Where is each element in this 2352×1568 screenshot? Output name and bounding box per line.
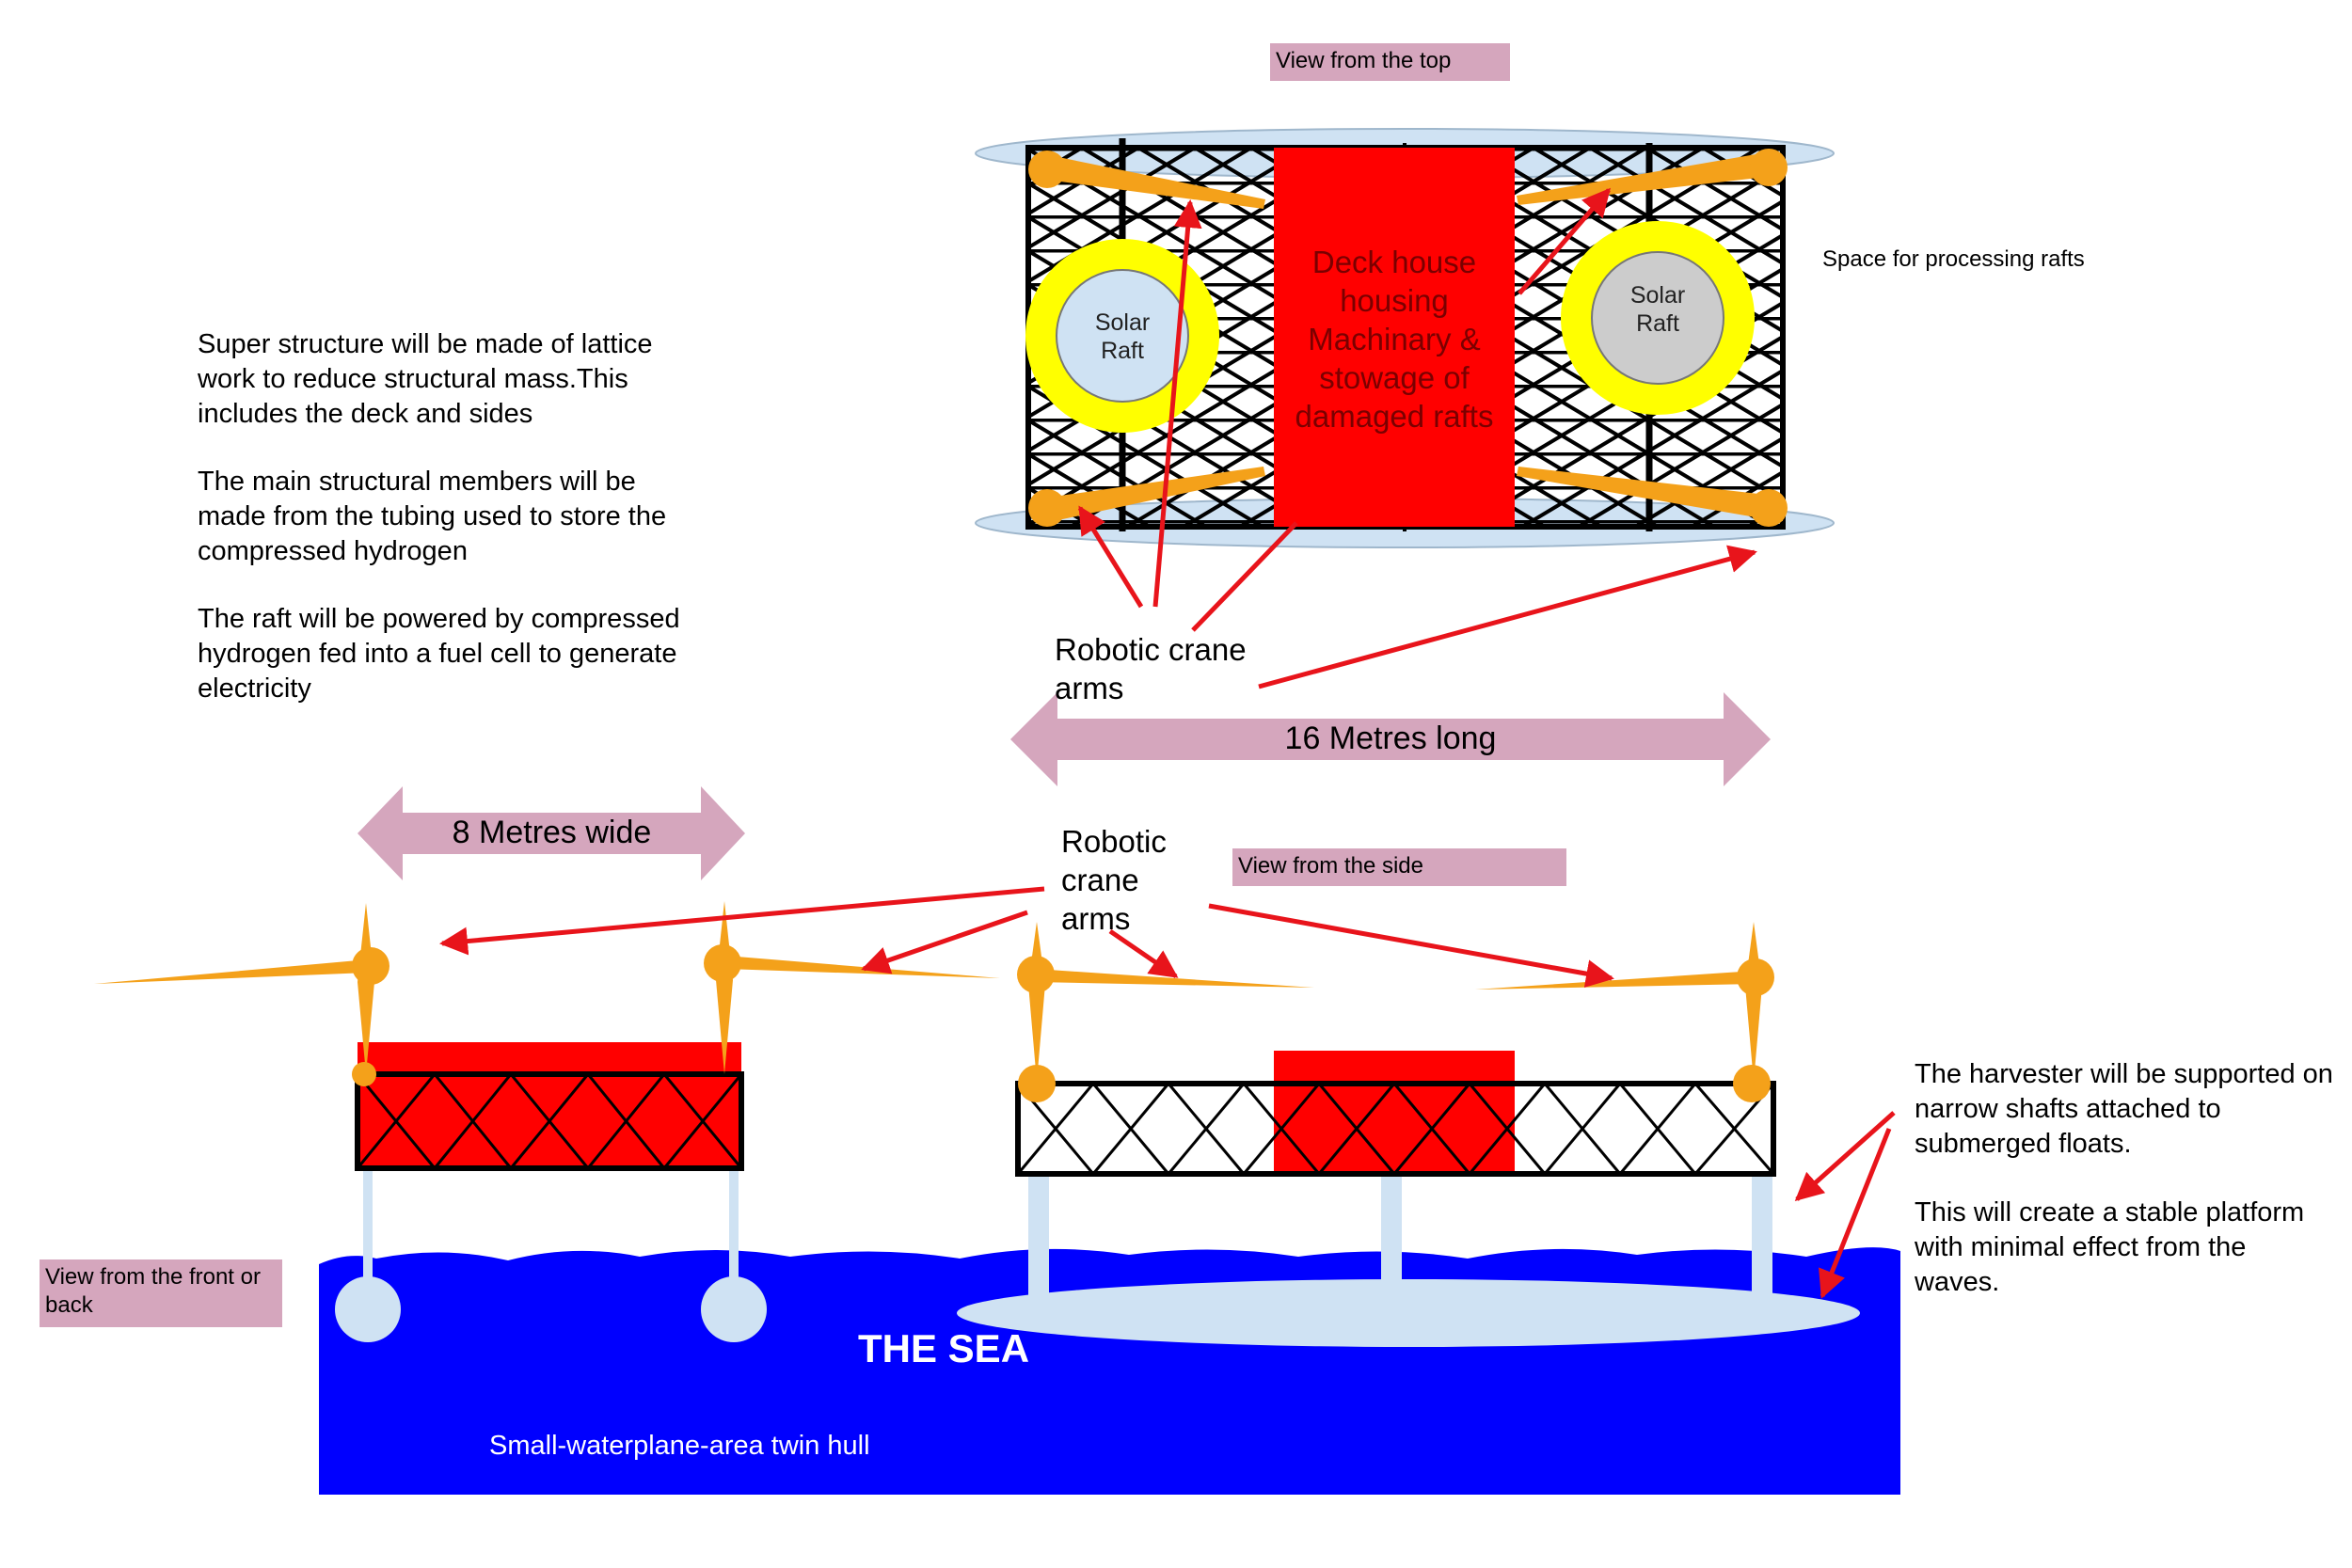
- solar-raft-left-label: Solar Raft: [1094, 309, 1151, 364]
- note-hydrogen: The raft will be powered by compressed h…: [198, 604, 680, 704]
- diagram-stage: View from the top View from the side Vie…: [40, 43, 2333, 1495]
- front-view: [94, 901, 1000, 1342]
- harvester-notes: The harvester will be supported on narro…: [1915, 1057, 2333, 1333]
- side-crane-arms: [1017, 922, 1774, 1102]
- note-lattice: Super structure will be made of lattice …: [198, 329, 653, 429]
- sea-line-2: A catamaran minimizing hull cross sectio…: [489, 1500, 1175, 1530]
- side-crane-arms-label: Robotic crane arms: [1061, 824, 1167, 936]
- top-view: [975, 128, 1835, 548]
- length-label: 16 Metres long: [1284, 721, 1497, 756]
- front-float-right: [701, 1276, 767, 1342]
- solar-raft-right: [1591, 251, 1724, 385]
- front-deck-house: [358, 1042, 741, 1076]
- side-arrows: [439, 886, 1896, 1299]
- sea-line-1: Small-waterplane-area twin hull: [489, 1431, 870, 1461]
- note-stability: This will create a stable platform with …: [1915, 1197, 2305, 1297]
- side-submerged-float: [957, 1279, 1860, 1347]
- note-tubing: The main structural members will be made…: [198, 467, 667, 566]
- front-float-left: [335, 1276, 401, 1342]
- deck-house-label: Deck house housing Machinary & stowage o…: [1295, 245, 1494, 434]
- side-view: [957, 922, 1860, 1347]
- front-view-label: View from the front or back: [40, 1259, 282, 1327]
- solar-raft-left: [1056, 269, 1189, 403]
- top-view-label: View from the top: [1270, 43, 1510, 81]
- processing-space-label: Space for processing rafts: [1822, 246, 2085, 272]
- width-dimension-arrow: [358, 786, 745, 880]
- width-label: 8 Metres wide: [452, 815, 652, 850]
- design-notes: Super structure will be made of lattice …: [198, 327, 706, 739]
- deck-house: [1274, 148, 1515, 527]
- top-crane-arms-label: Robotic crane arms: [1055, 632, 1247, 705]
- solar-raft-right-label: Solar Raft: [1629, 282, 1686, 337]
- sea-title: THE SEA: [858, 1326, 1030, 1370]
- front-crane-arms: [94, 901, 1000, 1086]
- length-dimension-arrow: [1010, 692, 1771, 786]
- top-crane-arms: [1028, 149, 1788, 527]
- side-deck-house: [1274, 1051, 1515, 1173]
- note-harvester: The harvester will be supported on narro…: [1915, 1059, 2333, 1159]
- sea-description: Small-waterplane-area twin hull A catama…: [489, 1394, 1336, 1568]
- diagram-drawing: [94, 128, 1900, 1495]
- top-arrows: [1077, 187, 1757, 689]
- side-view-label: View from the side: [1232, 848, 1566, 886]
